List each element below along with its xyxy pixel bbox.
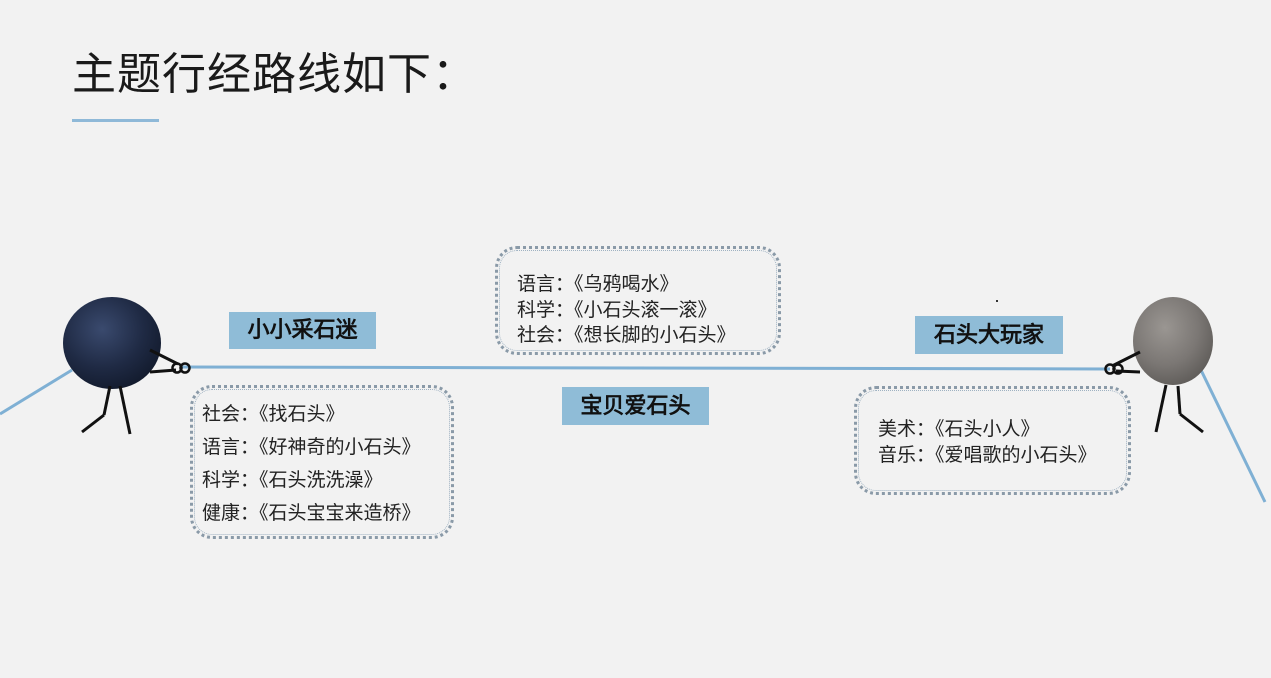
activity-item: 科学：《石头洗洗澡》 (202, 469, 383, 491)
grey-stone-figure-icon (1104, 297, 1213, 434)
rope-right-end (1198, 367, 1267, 503)
dark-stone-figure-icon (63, 297, 191, 435)
activity-item: 语言：《乌鸦喝水》 (517, 273, 679, 295)
page-title: 主题行经路线如下： (72, 49, 477, 100)
rope-left-end (0, 368, 73, 416)
activity-box-right: 美术：《石头小人》 音乐：《爱唱歌的小石头》 (854, 386, 1131, 495)
stray-dot (996, 300, 998, 302)
activity-item: 健康：《石头宝宝来造桥》 (202, 502, 421, 524)
activity-item: 美术：《石头小人》 (878, 418, 1040, 440)
stage-label-left: 小小采石迷 (229, 312, 376, 349)
activity-item: 科学：《小石头滚一滚》 (517, 299, 717, 321)
activity-item: 社会：《想长脚的小石头》 (517, 324, 736, 346)
rope-main (179, 365, 1111, 371)
activity-item: 社会：《找石头》 (202, 403, 345, 425)
title-underline (72, 119, 159, 122)
stage-label-center: 宝贝爱石头 (562, 387, 709, 425)
stage-label-right: 石头大玩家 (915, 316, 1063, 354)
activity-box-left: 社会：《找石头》 语言：《好神奇的小石头》 科学：《石头洗洗澡》 健康：《石头宝… (190, 385, 454, 539)
activity-box-top: 语言：《乌鸦喝水》 科学：《小石头滚一滚》 社会：《想长脚的小石头》 (495, 246, 781, 355)
activity-item: 语言：《好神奇的小石头》 (202, 436, 421, 458)
activity-item: 音乐：《爱唱歌的小石头》 (878, 444, 1097, 466)
